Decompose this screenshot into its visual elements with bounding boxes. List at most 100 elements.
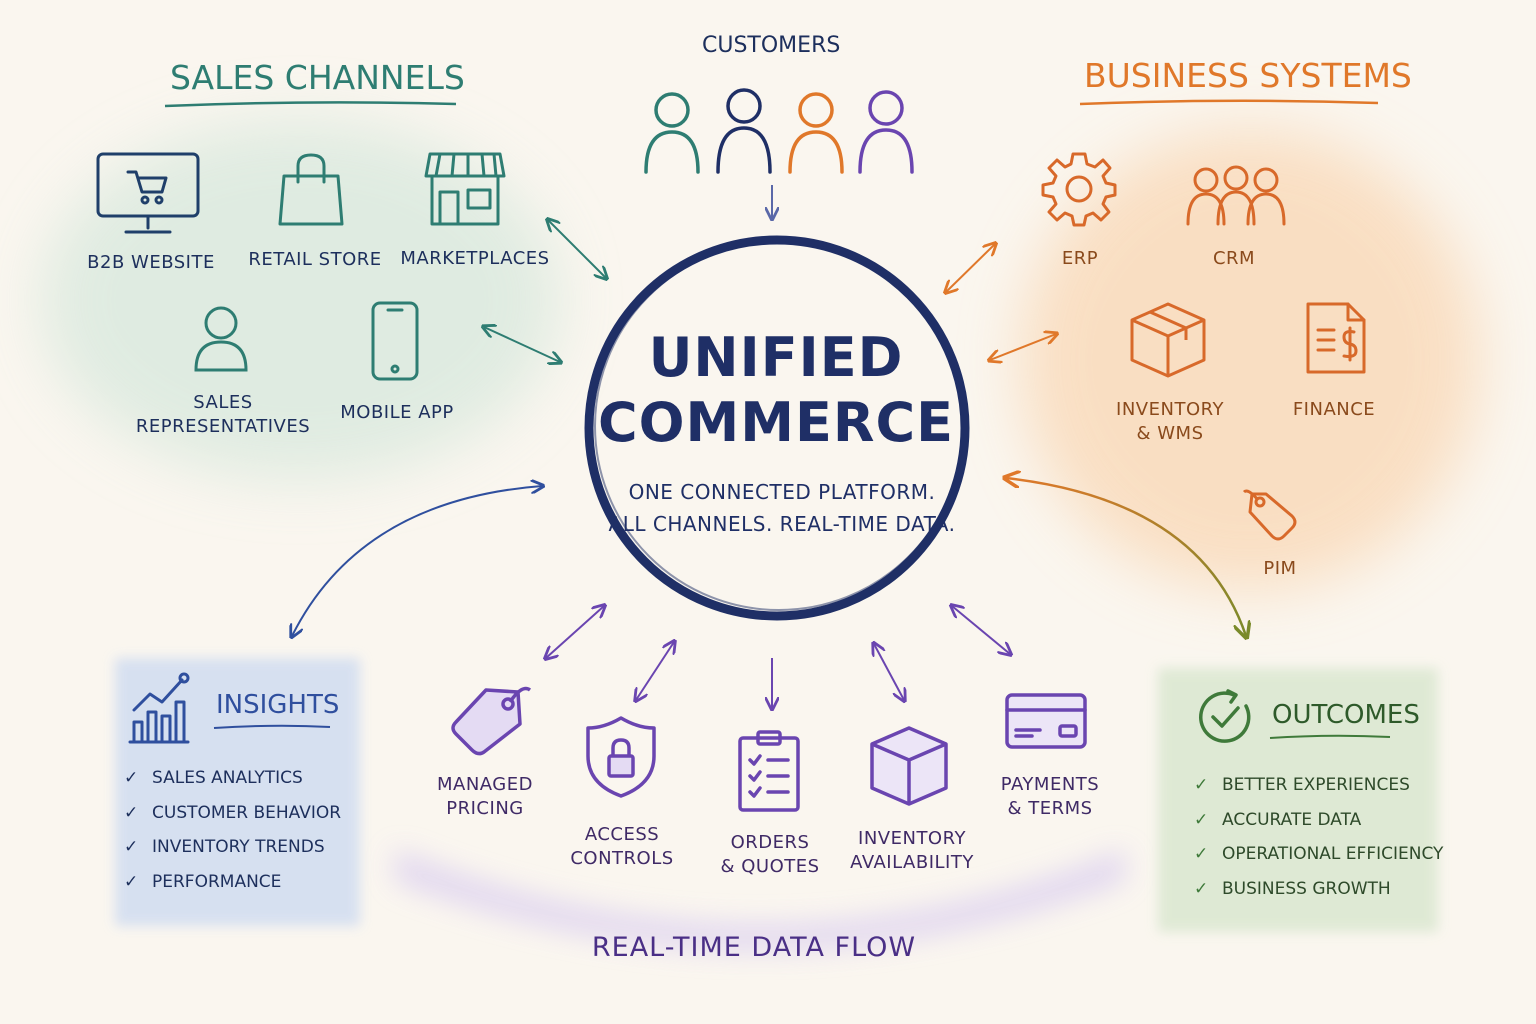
- capability-label-inventory: Inventory Availability: [850, 827, 974, 876]
- insight-text: Sales Analytics: [152, 768, 303, 788]
- check-icon: ✓: [1194, 809, 1209, 830]
- customers-group-icon: [644, 88, 914, 174]
- arrow-hub-outcomes: [1006, 478, 1246, 636]
- capability-payments-line2: & Terms: [1007, 798, 1093, 820]
- sales-channel-label-reps: Sales Representatives: [136, 391, 310, 440]
- check-icon: ✓: [124, 768, 139, 788]
- insights-underline: [213, 724, 331, 729]
- sales-reps-line1: Sales: [193, 392, 253, 413]
- insight-text: Customer Behavior: [152, 802, 342, 823]
- business-system-label-erp: ERP: [1061, 248, 1099, 269]
- outcome-text: Better Experiences: [1222, 775, 1410, 795]
- list-item: ✓ Business Growth: [1194, 879, 1443, 914]
- sales-channel-label-mobile: Mobile App: [340, 402, 454, 423]
- list-item: ✓ Accurate Data: [1194, 810, 1443, 845]
- insights-title: Insights: [216, 690, 340, 720]
- outcome-text: Business Growth: [1222, 878, 1391, 899]
- hub-subtitle-line1: One connected platform.: [628, 480, 936, 504]
- gear-icon: [1041, 152, 1117, 227]
- list-item: ✓ Better Experiences: [1194, 775, 1443, 810]
- list-item: ✓ Customer Behavior: [124, 803, 341, 838]
- insights-list: ✓ Sales Analytics ✓ Customer Behavior ✓ Inv…: [124, 768, 341, 906]
- monitor-cart-icon: [96, 152, 200, 234]
- sales-channel-label-b2b: B2B Website: [87, 252, 215, 273]
- arrow-hub-insights: [292, 486, 542, 636]
- storefront-icon: [424, 152, 506, 226]
- arrow-inventory-availability: [874, 644, 904, 700]
- hub-subtitle-line2: All channels. Real-time data.: [608, 512, 956, 536]
- clipboard-checklist-icon: [738, 730, 800, 812]
- arrow-payments: [952, 606, 1010, 654]
- capability-payments-line1: Payments: [1000, 774, 1100, 795]
- capability-label-access: Access Controls: [570, 823, 673, 872]
- box-icon: [870, 726, 948, 806]
- arrow-mobile-hub: [484, 327, 560, 362]
- capability-inventory-line1: Inventory: [858, 828, 966, 849]
- capability-label-orders: Orders & Quotes: [720, 831, 819, 880]
- sales-channel-label-retail: Retail Store: [248, 249, 382, 270]
- insight-text: Inventory Trends: [152, 837, 325, 857]
- outcomes-title: Outcomes: [1272, 700, 1420, 730]
- sales-channels-underline: [164, 101, 457, 108]
- circular-check-icon: [1199, 689, 1251, 743]
- check-icon: ✓: [1194, 878, 1209, 899]
- shield-lock-icon: [586, 716, 656, 798]
- business-system-label-finance: Finance: [1292, 399, 1376, 420]
- price-tag-icon: [1242, 489, 1297, 541]
- business-systems-title: Business Systems: [1084, 56, 1412, 95]
- capability-orders-line2: & Quotes: [720, 856, 820, 878]
- arrow-inventory-hub: [990, 334, 1056, 360]
- arrow-marketplaces-hub: [548, 220, 606, 278]
- smartphone-icon: [371, 301, 419, 381]
- list-item: ✓ Inventory Trends: [124, 837, 341, 872]
- people-group-icon: [1186, 165, 1286, 226]
- arrow-pricing: [546, 606, 604, 658]
- outcomes-wash: [1158, 668, 1438, 932]
- price-tag-icon: [451, 686, 532, 756]
- shopping-bag-icon: [278, 153, 344, 226]
- capability-pricing-line2: Pricing: [446, 798, 524, 820]
- capability-label-payments: Payments & Terms: [1001, 773, 1099, 822]
- check-icon: ✓: [124, 802, 139, 823]
- check-icon: ✓: [1194, 844, 1209, 864]
- arrow-access: [636, 642, 674, 700]
- business-system-label-pim: PIM: [1263, 558, 1297, 579]
- capability-pricing-line1: Managed: [437, 774, 533, 795]
- arrow-erp-hub: [946, 244, 995, 292]
- inventory-wms-line2: & WMS: [1136, 423, 1204, 445]
- outcome-text: Operational Efficiency: [1222, 844, 1444, 864]
- list-item: ✓ Sales Analytics: [124, 768, 341, 803]
- data-flow-swoosh: [395, 850, 1125, 950]
- credit-card-icon: [1005, 693, 1087, 749]
- sales-channel-label-marketplaces: Marketplaces: [400, 248, 550, 269]
- list-item: ✓ Operational Efficiency: [1194, 844, 1443, 879]
- check-icon: ✓: [1194, 775, 1209, 795]
- hub-circle-sketch: [594, 241, 964, 611]
- insight-text: Performance: [152, 871, 282, 892]
- person-icon: [194, 306, 248, 372]
- sales-channels-title: Sales Channels: [170, 58, 465, 97]
- capability-label-pricing: Managed Pricing: [437, 773, 533, 822]
- capability-access-line1: Access: [584, 824, 660, 845]
- sales-reps-line2: Representatives: [135, 416, 311, 438]
- capability-orders-line1: Orders: [730, 832, 810, 853]
- check-icon: ✓: [124, 871, 139, 892]
- inventory-wms-line1: Inventory: [1116, 399, 1224, 420]
- business-system-label-inventory: Inventory & WMS: [1116, 398, 1224, 447]
- business-system-label-crm: CRM: [1212, 248, 1256, 269]
- data-flow-label: Real-Time Data Flow: [591, 932, 917, 963]
- invoice-dollar-icon: [1306, 302, 1366, 374]
- outcome-text: Accurate Data: [1222, 809, 1362, 830]
- hub-title-line1: Unified: [648, 326, 904, 389]
- customers-title: Customers: [702, 33, 841, 58]
- check-icon: ✓: [124, 837, 139, 857]
- capability-inventory-line2: Availability: [850, 852, 974, 874]
- outcomes-underline: [1269, 734, 1391, 739]
- list-item: ✓ Performance: [124, 872, 341, 907]
- hub-title-line2: Commerce: [598, 390, 954, 454]
- hub-subtitle: One connected platform. All channels. Re…: [609, 476, 956, 540]
